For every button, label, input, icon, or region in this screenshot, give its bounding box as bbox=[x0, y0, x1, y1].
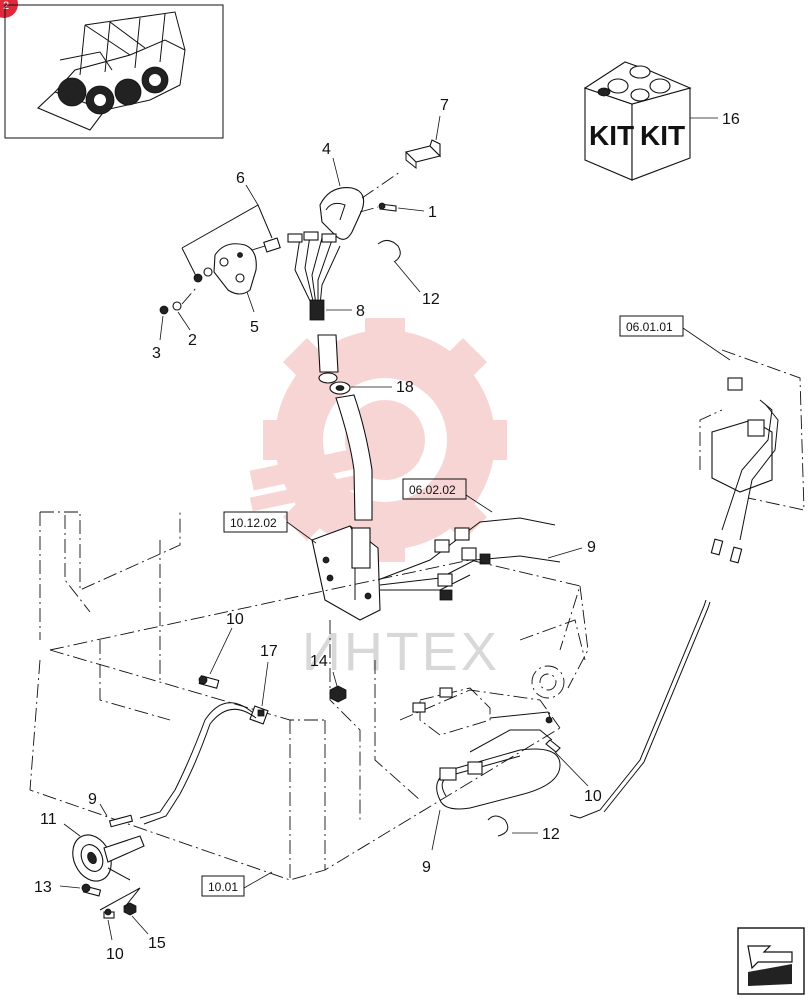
callout-4[interactable]: 4 bbox=[322, 141, 331, 158]
part-1-screw[interactable] bbox=[378, 202, 397, 212]
callout-9-left[interactable]: 9 bbox=[88, 791, 97, 808]
callout-11[interactable]: 11 bbox=[40, 811, 57, 828]
callout-10-right[interactable]: 10 bbox=[584, 788, 602, 805]
callout-3[interactable]: 3 bbox=[152, 345, 161, 362]
kit-box[interactable]: KIT KIT bbox=[583, 61, 692, 181]
part-2-washer[interactable] bbox=[172, 301, 182, 311]
machine-frame bbox=[29, 510, 589, 881]
ref-06-01-01[interactable]: 06.01.01 bbox=[626, 320, 673, 334]
kit-label-right: KIT bbox=[640, 120, 685, 151]
callout-6[interactable]: 6 bbox=[236, 170, 245, 187]
watermark-text: ИНТЕХ bbox=[302, 622, 500, 682]
arrow-navigation-icon[interactable] bbox=[737, 927, 805, 995]
kit-label-left: KIT bbox=[589, 120, 634, 151]
callout-10-lower[interactable]: 10 bbox=[106, 946, 124, 963]
callout-13[interactable]: 13 bbox=[34, 879, 52, 896]
watermark-gear-icon bbox=[249, 318, 507, 562]
ref-10-12-02-bracket bbox=[311, 525, 381, 621]
callout-18[interactable]: 18 bbox=[396, 379, 414, 396]
svg-text:2: 2 bbox=[3, 0, 9, 12]
callout-9-bottom[interactable]: 9 bbox=[422, 859, 431, 876]
callout-1[interactable]: 1 bbox=[428, 204, 437, 221]
part-11-horn[interactable] bbox=[66, 814, 145, 887]
part-15-washer[interactable] bbox=[123, 902, 137, 916]
part-3-nut[interactable] bbox=[159, 305, 169, 315]
ref-06-01-01-panel bbox=[699, 349, 805, 564]
callout-10-upper[interactable]: 10 bbox=[226, 611, 244, 628]
part-12-clip-upper[interactable] bbox=[377, 240, 401, 263]
callout-8[interactable]: 8 bbox=[356, 303, 365, 320]
connector-group-9[interactable] bbox=[377, 517, 561, 601]
ref-06-02-02[interactable]: 06.02.02 bbox=[409, 483, 456, 497]
part-10-screw-right[interactable] bbox=[545, 739, 561, 753]
callout-17[interactable]: 17 bbox=[260, 643, 278, 660]
corner-badge-icon: 2 bbox=[0, 0, 18, 18]
callout-5[interactable]: 5 bbox=[250, 319, 259, 336]
callout-12-lower[interactable]: 12 bbox=[542, 826, 560, 843]
callout-9-right[interactable]: 9 bbox=[587, 539, 596, 556]
callout-2[interactable]: 2 bbox=[188, 332, 197, 349]
ref-10-12-02[interactable]: 10.12.02 bbox=[230, 516, 277, 530]
battery-cable bbox=[489, 711, 553, 723]
part-10-bolt-upper[interactable] bbox=[198, 675, 220, 689]
part-10-screw-lower[interactable] bbox=[103, 908, 115, 919]
part-17-connector[interactable] bbox=[249, 705, 269, 725]
part-5-switch[interactable] bbox=[213, 243, 257, 295]
part-7-switch-cap[interactable] bbox=[404, 139, 442, 170]
rod bbox=[569, 599, 707, 819]
part-18-grommet[interactable] bbox=[317, 334, 351, 395]
part-13-bolt[interactable] bbox=[81, 883, 102, 897]
callout-12-upper[interactable]: 12 bbox=[422, 291, 440, 308]
callout-16[interactable]: 16 bbox=[722, 111, 740, 128]
callout-15[interactable]: 15 bbox=[148, 935, 166, 952]
part-4-handle[interactable] bbox=[319, 187, 365, 240]
ref-10-01[interactable]: 10.01 bbox=[208, 880, 238, 894]
harness-loop-9[interactable] bbox=[436, 729, 561, 810]
part-8-harness[interactable] bbox=[287, 231, 341, 321]
loader-thumbnail bbox=[4, 4, 224, 139]
callout-7[interactable]: 7 bbox=[440, 97, 449, 114]
part-14-nut[interactable] bbox=[329, 685, 347, 703]
lever-tube bbox=[335, 394, 373, 521]
part-12-clip-lower[interactable] bbox=[487, 815, 509, 837]
callout-14[interactable]: 14 bbox=[310, 653, 328, 670]
